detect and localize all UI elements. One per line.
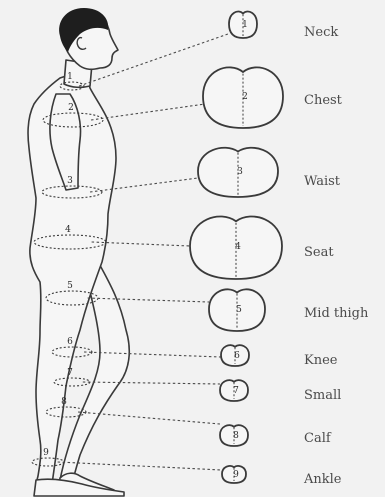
section-number-4: 4 bbox=[235, 242, 241, 252]
body-number-5: 5 bbox=[67, 281, 73, 291]
label-knee: Knee bbox=[304, 353, 338, 368]
label-seat: Seat bbox=[304, 245, 334, 260]
body-number-3: 3 bbox=[67, 176, 73, 186]
leader-line-8 bbox=[78, 412, 220, 424]
body-number-6: 6 bbox=[67, 337, 73, 347]
label-waist: Waist bbox=[304, 174, 341, 189]
body-number-2: 2 bbox=[68, 103, 74, 113]
body-number-8: 8 bbox=[61, 397, 67, 407]
cross-section-4: 4 bbox=[190, 216, 282, 279]
label-small: Small bbox=[304, 388, 341, 403]
body-number-1: 1 bbox=[67, 72, 73, 82]
body-number-4: 4 bbox=[65, 225, 71, 235]
label-mid-thigh: Mid thigh bbox=[304, 306, 369, 321]
section-number-7: 7 bbox=[233, 386, 239, 396]
cross-section-2: 2 bbox=[203, 67, 283, 128]
human-figure: 1 2 3 4 5 6 7 8 9 bbox=[28, 8, 129, 496]
section-number-6: 6 bbox=[234, 351, 240, 361]
section-number-9: 9 bbox=[233, 470, 239, 480]
cross-section-8: 8 bbox=[220, 425, 248, 446]
body-number-9: 9 bbox=[43, 448, 49, 458]
cross-section-3: 3 bbox=[198, 148, 278, 197]
label-ankle: Ankle bbox=[303, 472, 342, 487]
section-number-2: 2 bbox=[242, 92, 248, 102]
cross-section-9: 9 bbox=[222, 466, 246, 483]
label-neck: Neck bbox=[304, 25, 338, 40]
cross-sections: 1 2 3 4 5 6 7 8 9 bbox=[190, 11, 283, 483]
leader-line-2 bbox=[91, 104, 205, 120]
cross-section-7: 7 bbox=[220, 380, 248, 401]
section-number-3: 3 bbox=[237, 167, 243, 177]
cross-section-6: 6 bbox=[221, 345, 249, 366]
label-chest: Chest bbox=[304, 93, 343, 108]
leader-line-9 bbox=[58, 462, 222, 470]
cross-section-5: 5 bbox=[209, 289, 265, 331]
cross-section-1: 1 bbox=[229, 11, 257, 38]
section-number-1: 1 bbox=[242, 20, 248, 30]
section-number-5: 5 bbox=[236, 305, 242, 315]
section-number-8: 8 bbox=[233, 431, 239, 441]
body-number-7: 7 bbox=[67, 368, 73, 378]
label-calf: Calf bbox=[304, 431, 332, 446]
